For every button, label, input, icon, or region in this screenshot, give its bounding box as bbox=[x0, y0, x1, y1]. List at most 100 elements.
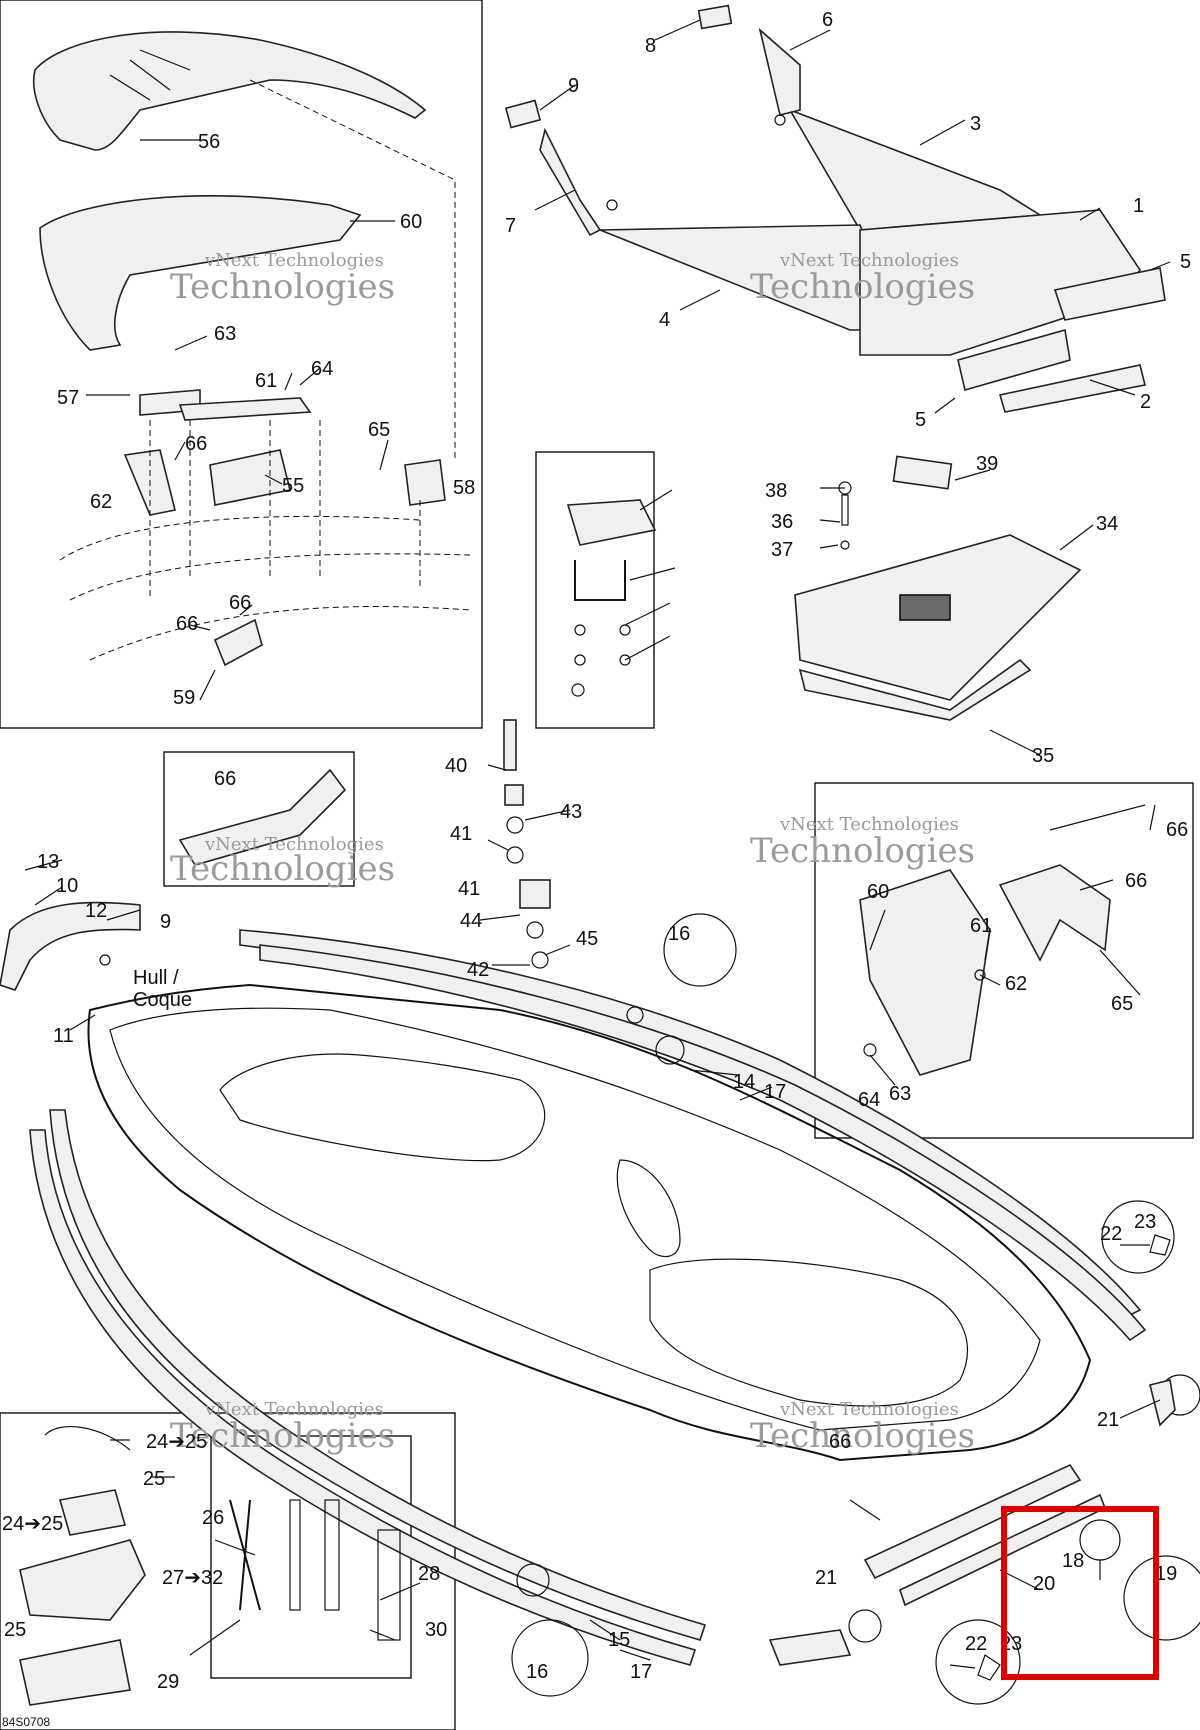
watermark-text: Technologies bbox=[750, 831, 975, 871]
callout-45: 56 bbox=[198, 131, 220, 153]
callout-33: 34 bbox=[1096, 513, 1118, 535]
callout-51: 66 bbox=[185, 433, 207, 455]
callout-15: 15 bbox=[608, 1629, 630, 1651]
callout-5: 5 bbox=[1180, 251, 1191, 273]
callout-48: 59 bbox=[173, 687, 195, 709]
watermark-text: Technologies bbox=[750, 1416, 975, 1456]
seat-panel-frame bbox=[0, 0, 483, 729]
callout-52: 60 bbox=[867, 881, 889, 903]
callout-9: 9 bbox=[568, 75, 579, 97]
callout-40: 41 bbox=[450, 823, 472, 845]
watermark-text: Technologies bbox=[750, 267, 975, 307]
callout-21: 21 bbox=[815, 1567, 837, 1589]
watermark-text: Technologies bbox=[170, 849, 395, 889]
callout-7: 7 bbox=[505, 215, 516, 237]
callout-12: 11 bbox=[53, 1025, 74, 1047]
watermark-text: vNext Technologies bbox=[204, 250, 384, 271]
callout-30: 28 bbox=[418, 1563, 440, 1585]
seat-assembly bbox=[33, 31, 471, 667]
part-59-panel-frame bbox=[163, 751, 355, 887]
watermark-text: vNext Technologies bbox=[779, 814, 959, 835]
callout-20: 20 bbox=[1033, 1573, 1055, 1595]
mount-stack bbox=[503, 719, 551, 969]
part-59 bbox=[178, 768, 347, 866]
callout-51: 66 bbox=[176, 613, 198, 635]
callout-37: 38 bbox=[765, 480, 787, 502]
callout-26: 24➔25 bbox=[146, 1431, 207, 1453]
leader-lines bbox=[24, 19, 1171, 1661]
callout-24-25: 24➔25 bbox=[2, 1513, 63, 1535]
tow-hook-panel-frame bbox=[814, 782, 1194, 1139]
highlight-box bbox=[1001, 1506, 1159, 1680]
callout-19: 19 bbox=[1155, 1563, 1177, 1585]
callout-32: 30 bbox=[425, 1619, 447, 1641]
callout-8: 8 bbox=[645, 35, 656, 57]
callout-59: 66 bbox=[214, 768, 236, 790]
watermark-text: vNext Technologies bbox=[779, 1399, 959, 1420]
callout-47: 55 bbox=[282, 475, 304, 497]
callout-16: 16 bbox=[668, 923, 690, 945]
callout-labels: 56 60 63 61 64 57 65 66 58 62 55 66 66 5… bbox=[2, 9, 1191, 1729]
callout-10: 9 bbox=[160, 911, 171, 933]
callout-51: 64 bbox=[311, 358, 333, 380]
callout-27-32: 25 bbox=[143, 1468, 165, 1490]
callout-1: 1 bbox=[1133, 195, 1144, 217]
callout-34: 35 bbox=[1032, 745, 1054, 767]
callout-51: 65 bbox=[368, 419, 390, 441]
toolkit-parts bbox=[19, 1425, 401, 1706]
callout-53: 61 bbox=[970, 915, 992, 937]
callout-29: 27➔32 bbox=[162, 1567, 223, 1589]
callout-51: 63 bbox=[214, 323, 236, 345]
watermark-text: vNext Technologies bbox=[204, 1399, 384, 1420]
callout-46: 57 bbox=[57, 387, 79, 409]
watermark-text: Technologies bbox=[170, 1416, 395, 1456]
callout-41: 41 bbox=[458, 878, 480, 900]
hull-label: Hull / bbox=[133, 967, 179, 989]
callout-56: 65 bbox=[1111, 993, 1133, 1015]
callout-22: 22 bbox=[1100, 1223, 1122, 1245]
storage-handle-panel-frame bbox=[535, 451, 655, 729]
storage-handle-parts bbox=[566, 499, 657, 697]
storage-cover bbox=[794, 455, 1082, 721]
callout-57: 66 bbox=[1166, 819, 1188, 841]
detail-circles bbox=[511, 913, 1200, 1705]
callout-55: 64 bbox=[858, 1089, 880, 1111]
callout-17: 17 bbox=[764, 1081, 786, 1103]
callout-2: 2 bbox=[1140, 391, 1151, 413]
callout-21: 21 bbox=[1097, 1409, 1119, 1431]
callout-16: 16 bbox=[526, 1661, 548, 1683]
callout-42: 43 bbox=[560, 801, 582, 823]
callout-17: 17 bbox=[630, 1661, 652, 1683]
callout-58: 66 bbox=[1125, 870, 1147, 892]
hull-mats bbox=[504, 4, 1166, 413]
callout-48: 58 bbox=[453, 477, 475, 499]
callout-15: 14 bbox=[733, 1071, 755, 1093]
watermark-text: vNext Technologies bbox=[204, 834, 384, 855]
callout-35: 36 bbox=[771, 511, 793, 533]
diagram-code: 84S0708 bbox=[2, 1715, 50, 1729]
callout-43: 44 bbox=[460, 910, 482, 932]
callout-14: 13 bbox=[37, 851, 59, 873]
callout-38: 39 bbox=[976, 453, 998, 475]
callout-44: 45 bbox=[576, 928, 598, 950]
callout-41: 42 bbox=[467, 959, 489, 981]
callout-18: 18 bbox=[1062, 1550, 1084, 1572]
callout-28: 26 bbox=[202, 1507, 224, 1529]
callout-50: 62 bbox=[90, 491, 112, 513]
watermark-text: vNext Technologies bbox=[779, 250, 959, 271]
callout-51: 66 bbox=[229, 592, 251, 614]
callout-60: 66 bbox=[829, 1431, 851, 1453]
callout-50: 61 bbox=[255, 370, 277, 392]
watermarks: vNext Technologies Technologies vNext Te… bbox=[170, 250, 975, 1456]
callout-39: 40 bbox=[445, 755, 467, 777]
tool-pouch-frame bbox=[210, 1435, 412, 1679]
callout-31: 29 bbox=[157, 1671, 179, 1693]
callout-13: 12 bbox=[85, 900, 107, 922]
hull-label: Coque bbox=[133, 989, 192, 1011]
callout-49: 60 bbox=[400, 211, 422, 233]
callout-4: 4 bbox=[659, 309, 670, 331]
callout-23: 23 bbox=[1134, 1211, 1156, 1233]
callout-3: 3 bbox=[970, 113, 981, 135]
